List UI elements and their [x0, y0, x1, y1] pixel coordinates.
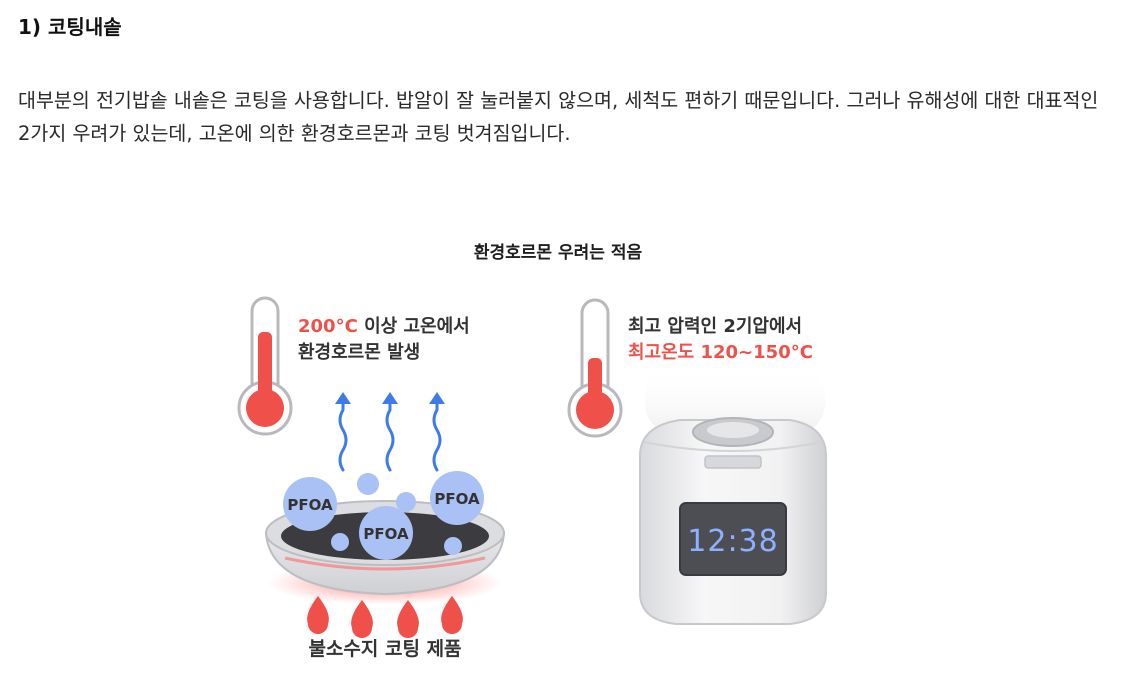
arrow-heads — [335, 392, 445, 404]
flame-icon — [307, 596, 329, 634]
right-temp-line: 최고온도 120~150°C — [628, 342, 813, 363]
rice-cooker-icon: 12:38 — [639, 417, 827, 625]
flame-icon — [351, 600, 373, 638]
flame-icon — [441, 596, 463, 634]
rising-arrows — [338, 396, 442, 472]
left-temp-line1: 200°C 이상 고온에서 — [298, 316, 470, 337]
right-pressure-line: 최고 압력인 2기압에서 — [628, 316, 802, 337]
cooker-display — [679, 502, 787, 576]
left-temp-line2: 환경호르몬 발생 — [298, 341, 420, 363]
figure-title: 환경호르몬 우려는 적음 — [474, 243, 643, 263]
pfoa-label: PFOA — [363, 525, 409, 543]
pfoa-bubble: PFOA — [283, 477, 337, 531]
temp-line1-rest: 이상 고온에서 — [358, 316, 470, 337]
pfoa-label: PFOA — [287, 496, 333, 514]
flame-icons — [307, 596, 463, 638]
thermometer-icon — [237, 296, 293, 436]
arrow-up-icon — [338, 396, 348, 472]
thermometer-icon — [567, 298, 623, 438]
pfoa-bubble: PFOA — [359, 506, 413, 560]
pfoa-label: PFOA — [434, 490, 480, 508]
pfoa-bubble: PFOA — [430, 471, 484, 525]
arrow-up-icon — [385, 396, 395, 472]
section-title: 1) 코팅내솥 — [18, 15, 122, 39]
arrow-up-icon — [432, 396, 442, 472]
display-time: 12:38 — [687, 524, 778, 559]
small-bubbles — [331, 473, 462, 555]
left-caption: 불소수지 코팅 제품 — [308, 638, 461, 660]
temp-highlight: 200°C — [298, 316, 358, 337]
flame-icon — [397, 600, 419, 638]
infographic-figure: 환경호르몬 우려는 적음 200°C 이상 고온에서 환경호르몬 발생 — [0, 228, 1124, 680]
body-paragraph: 대부분의 전기밥솥 내솥은 코팅을 사용합니다. 밥알이 잘 눌러붙지 않으며,… — [18, 89, 1099, 145]
steam-cloud — [645, 364, 825, 434]
infographic-svg: 환경호르몬 우려는 적음 200°C 이상 고온에서 환경호르몬 발생 — [237, 243, 827, 660]
